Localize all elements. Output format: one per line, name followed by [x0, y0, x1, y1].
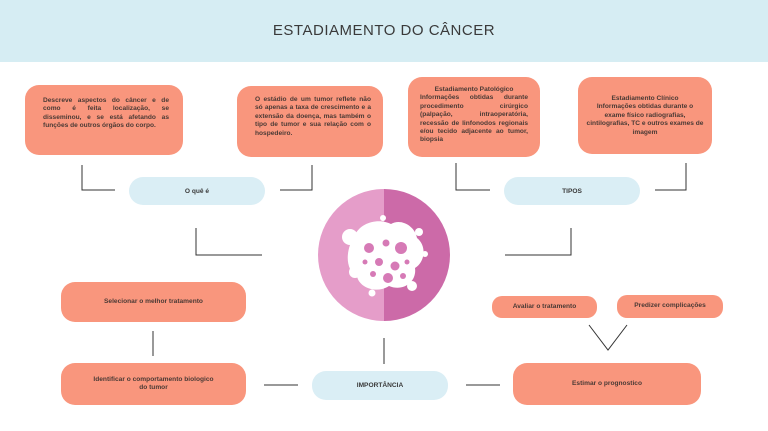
- cancer-cell-icon: [318, 189, 450, 321]
- connector-tipos-center: [505, 228, 572, 256]
- clinico-text: Informações obtidas durante o exame físi…: [586, 103, 704, 136]
- identificar-text: Identificar o comportamento biologico do…: [93, 375, 214, 391]
- page-title: ESTADIAMENTO DO CÂNCER: [272, 22, 496, 39]
- selecionar-text: Selecionar o melhor tratamento: [104, 297, 203, 305]
- oque-pill: O quê é: [129, 177, 265, 205]
- oque-desc1-text: Descreve aspectos do câncer e de como é …: [43, 97, 169, 130]
- estimar-box: Estimar o prognostico: [513, 363, 701, 405]
- predizer-text: Predizer complicações: [634, 302, 706, 310]
- importancia-pill: IMPORTÂNCIA: [312, 371, 448, 400]
- tipos-pill: TIPOS: [504, 177, 640, 205]
- connector-clinico: [655, 163, 687, 191]
- oque-desc2-box: O estádio de um tumor reflete não só ape…: [237, 86, 383, 157]
- estimar-text: Estimar o prognostico: [572, 379, 642, 387]
- connector-desc2: [280, 165, 313, 191]
- oque-label: O quê é: [184, 187, 210, 195]
- clinico-box: Estadiamento Clínico Informações obtidas…: [578, 77, 712, 154]
- connector-oque-center: [195, 228, 262, 256]
- patologico-box: Estadiamento Patológico Informações obti…: [408, 77, 540, 157]
- selecionar-box: Selecionar o melhor tratamento: [61, 282, 246, 322]
- avaliar-box: Avaliar o tratamento: [492, 296, 597, 318]
- patologico-title: Estadiamento Patológico: [434, 86, 514, 93]
- connector-avaliar-predizer: [588, 324, 628, 351]
- tipos-label: TIPOS: [562, 187, 582, 195]
- connector-patologico: [455, 163, 490, 191]
- header-band: [0, 0, 768, 62]
- avaliar-text: Avaliar o tratamento: [512, 302, 577, 310]
- identificar-box: Identificar o comportamento biologico do…: [61, 363, 246, 405]
- oque-desc1-box: Descreve aspectos do câncer e de como é …: [25, 85, 183, 155]
- oque-desc2-text: O estádio de um tumor reflete não só ape…: [255, 96, 371, 137]
- predizer-box: Predizer complicações: [617, 295, 723, 318]
- importancia-label: IMPORTÂNCIA: [356, 382, 404, 389]
- connector-desc1: [81, 165, 115, 191]
- patologico-text: Informações obtidas durante procedimento…: [420, 94, 528, 144]
- clinico-title: Estadiamento Clínico: [611, 95, 679, 102]
